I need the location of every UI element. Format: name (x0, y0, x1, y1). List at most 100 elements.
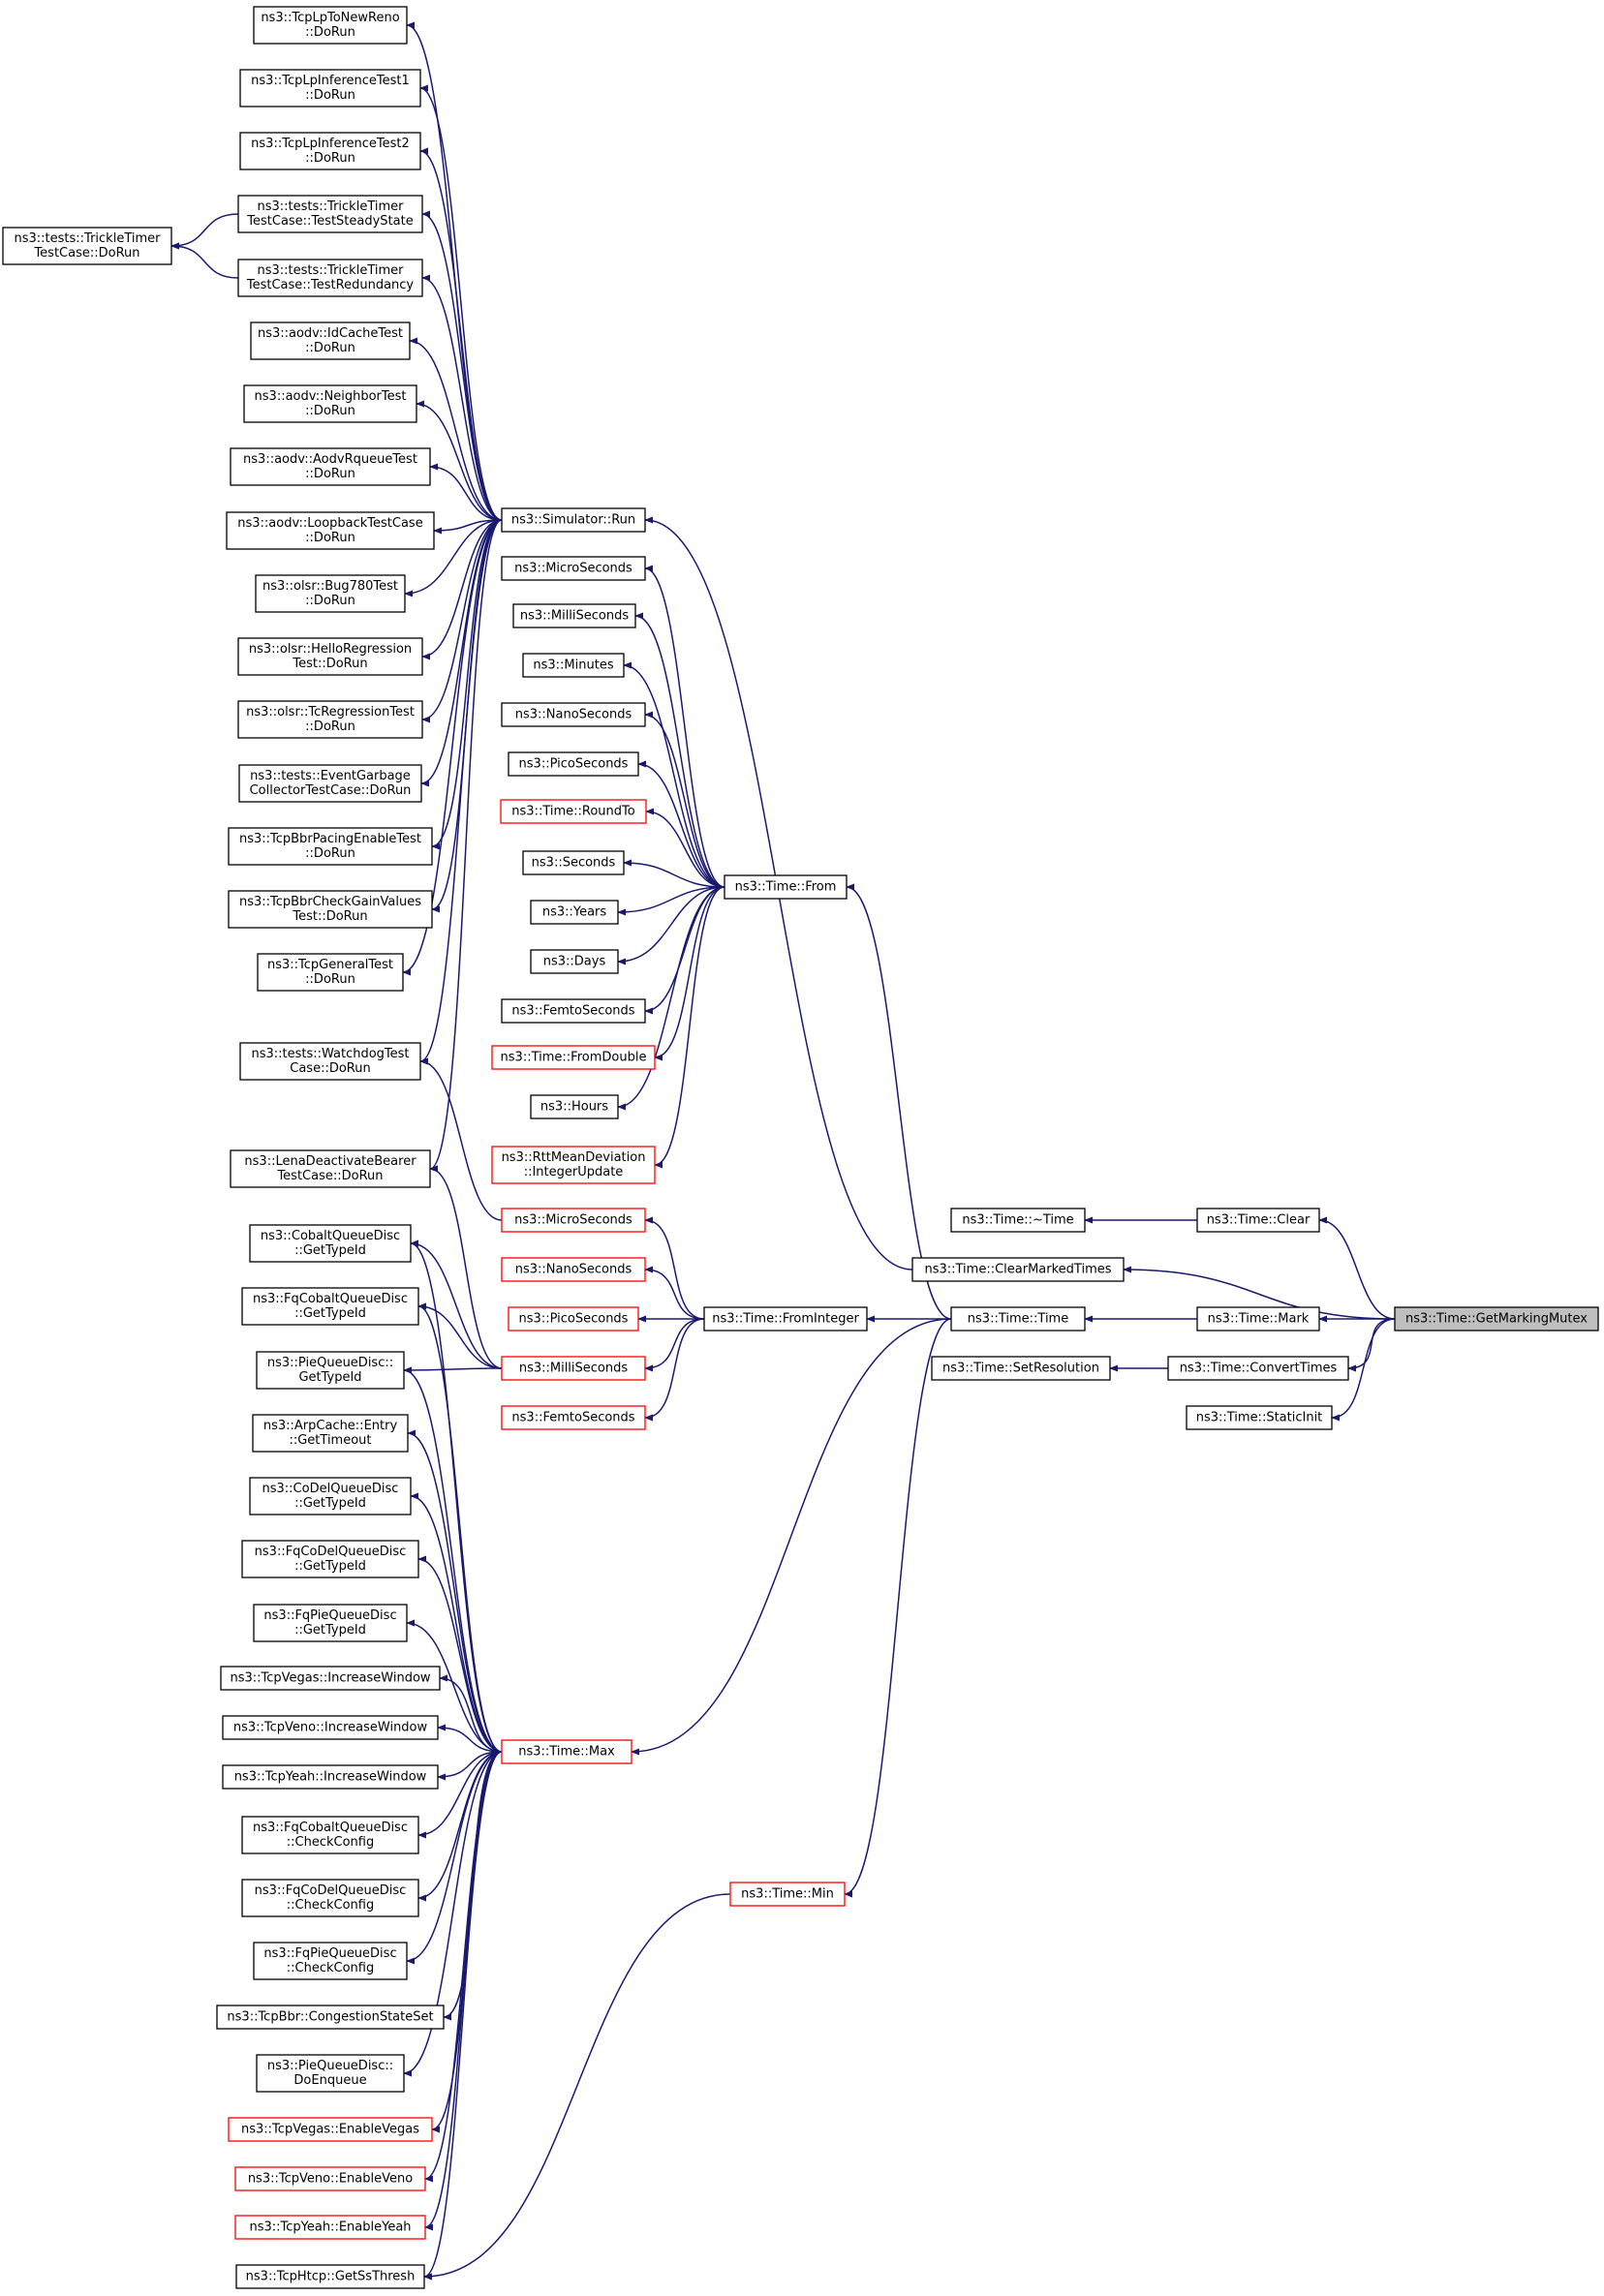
node-box (241, 1540, 419, 1578)
node-aodv-loopback[interactable]: ns3::aodv::LoopbackTestCase::DoRun (226, 511, 435, 550)
node-box (522, 850, 625, 875)
node-label: ns3::Time::Time (968, 1312, 1068, 1327)
node-getmarkingmutex[interactable]: ns3::Time::GetMarkingMutex (1394, 1306, 1599, 1332)
node-box (491, 1146, 656, 1184)
node-label: ::CheckConfig (287, 1961, 374, 1975)
node-pie-gettypeid[interactable]: ns3::PieQueueDisc::GetTypeId (256, 1351, 405, 1390)
node-veno-inc[interactable]: ns3::TcpVeno::IncreaseWindow (222, 1715, 439, 1740)
node-staticinit[interactable]: ns3::Time::StaticInit (1186, 1405, 1333, 1430)
node-tcp-general[interactable]: ns3::TcpGeneralTest::DoRun (257, 953, 404, 992)
node-i-nano[interactable]: ns3::NanoSeconds (501, 1257, 646, 1282)
node-label: ns3::MilliSeconds (520, 609, 630, 624)
node-vegas-enable[interactable]: ns3::TcpVegas::EnableVegas (228, 2117, 433, 2142)
node-lp-inf1[interactable]: ns3::TcpLpInferenceTest1::DoRun (239, 69, 421, 107)
node-label: ns3::olsr::HelloRegression (249, 642, 412, 657)
node-f-days[interactable]: ns3::Days (530, 949, 619, 974)
node-aodv-rqueue[interactable]: ns3::aodv::AodvRqueueTest::DoRun (230, 447, 431, 486)
node-lp-inf2[interactable]: ns3::TcpLpInferenceTest2::DoRun (239, 132, 421, 170)
node-bbr-pacing[interactable]: ns3::TcpBbrPacingEnableTest::DoRun (228, 827, 433, 866)
node-trickle-redund[interactable]: ns3::tests::TrickleTimerTestCase::TestRe… (237, 259, 423, 297)
node-f-minutes[interactable]: ns3::Minutes (522, 653, 625, 678)
call-edge-aodv_rqueue-to-simrun (429, 463, 503, 521)
node-f-hours[interactable]: ns3::Hours (530, 1094, 619, 1119)
node-box (226, 511, 435, 550)
node-label: ns3::FqCoDelQueueDisc (255, 1545, 407, 1559)
node-arp-gettimeout[interactable]: ns3::ArpCache::Entry::GetTimeout (252, 1414, 409, 1453)
node-olsr-tc[interactable]: ns3::olsr::TcRegressionTest::DoRun (237, 700, 423, 739)
node-max[interactable]: ns3::Time::Max (501, 1739, 632, 1764)
node-codel-gettypeid[interactable]: ns3::CoDelQueueDisc::GetTypeId (249, 1477, 412, 1515)
call-edge-olsr_bug780-to-simrun (404, 519, 503, 597)
node-label: ns3::Seconds (532, 856, 616, 871)
node-f-fromdouble[interactable]: ns3::Time::FromDouble (491, 1045, 656, 1070)
node-dtor[interactable]: ns3::Time::~Time (950, 1208, 1086, 1233)
node-i-femto[interactable]: ns3::FemtoSeconds (501, 1405, 646, 1430)
node-fqcodel-check[interactable]: ns3::FqCoDelQueueDisc::CheckConfig (241, 1879, 419, 1917)
node-f-rtt[interactable]: ns3::RttMeanDeviation::IntegerUpdate (491, 1146, 656, 1184)
node-f-nano[interactable]: ns3::NanoSeconds (501, 702, 646, 727)
node-label: ns3::Time::FromInteger (712, 1312, 859, 1327)
node-cobalt-gettypeid[interactable]: ns3::CobaltQueueDisc::GetTypeId (249, 1224, 412, 1263)
node-box (216, 2005, 445, 2030)
node-box (703, 1306, 868, 1332)
node-trickle-steady[interactable]: ns3::tests::TrickleTimerTestCase::TestSt… (237, 195, 423, 233)
node-label: Test::DoRun (292, 657, 367, 671)
node-box (501, 556, 646, 581)
node-aodv-idcache[interactable]: ns3::aodv::IdCacheTest::DoRun (250, 321, 411, 360)
node-box (237, 700, 423, 739)
node-setresolution[interactable]: ns3::Time::SetResolution (931, 1356, 1111, 1381)
node-f-seconds[interactable]: ns3::Seconds (522, 850, 625, 875)
node-label: ns3::NanoSeconds (515, 708, 632, 722)
call-edge-i_femto-to-frominteger (644, 1318, 705, 1422)
node-label: Test::DoRun (292, 909, 367, 924)
node-min[interactable]: ns3::Time::Min (729, 1882, 846, 1907)
node-yeah-inc[interactable]: ns3::TcpYeah::IncreaseWindow (222, 1764, 439, 1790)
node-htcp-ssthresh[interactable]: ns3::TcpHtcp::GetSsThresh (235, 2264, 425, 2289)
node-f-milli[interactable]: ns3::MilliSeconds (512, 603, 636, 628)
node-veno-enable[interactable]: ns3::TcpVeno::EnableVeno (234, 2166, 426, 2191)
node-from[interactable]: ns3::Time::From (724, 874, 848, 900)
call-edge-clear-to-getmarkingmutex (1318, 1216, 1396, 1320)
node-clearmarkedtimes[interactable]: ns3::Time::ClearMarkedTimes (911, 1257, 1125, 1282)
node-frominteger[interactable]: ns3::Time::FromInteger (703, 1306, 868, 1332)
node-i-micro[interactable]: ns3::MicroSeconds (501, 1208, 646, 1233)
node-event-garbage[interactable]: ns3::tests::EventGarbageCollectorTestCas… (238, 764, 422, 803)
node-olsr-bug780[interactable]: ns3::olsr::Bug780Test::DoRun (255, 574, 406, 613)
node-label: ::DoRun (305, 594, 355, 608)
call-edge-from-to-ctor (846, 883, 952, 1320)
node-i-pico[interactable]: ns3::PicoSeconds (508, 1306, 639, 1332)
call-edge-trickle_dorun-to-trickle_steady (170, 213, 239, 250)
node-pie-enqueue[interactable]: ns3::PieQueueDisc::DoEnqueue (256, 2054, 405, 2093)
node-fqcobalt-check[interactable]: ns3::FqCobaltQueueDisc::CheckConfig (241, 1816, 419, 1854)
node-ctor[interactable]: ns3::Time::Time (950, 1306, 1086, 1332)
node-lp-newreno[interactable]: ns3::TcpLpToNewReno::DoRun (253, 6, 408, 45)
node-clear[interactable]: ns3::Time::Clear (1196, 1208, 1320, 1233)
node-i-milli[interactable]: ns3::MilliSeconds (501, 1356, 646, 1381)
node-f-pico[interactable]: ns3::PicoSeconds (508, 751, 639, 777)
node-aodv-neighbor[interactable]: ns3::aodv::NeighborTest::DoRun (243, 384, 417, 423)
node-bbr-congestion[interactable]: ns3::TcpBbr::CongestionStateSet (216, 2005, 445, 2030)
node-fqcodel-gettypeid[interactable]: ns3::FqCoDelQueueDisc::GetTypeId (241, 1540, 419, 1578)
node-f-micro[interactable]: ns3::MicroSeconds (501, 556, 646, 581)
node-f-years[interactable]: ns3::Years (530, 900, 619, 925)
node-simrun[interactable]: ns3::Simulator::Run (501, 507, 646, 533)
node-fqpie-gettypeid[interactable]: ns3::FqPieQueueDisc::GetTypeId (253, 1604, 408, 1642)
node-converttimes[interactable]: ns3::Time::ConvertTimes (1167, 1356, 1349, 1381)
node-label: ns3::Minutes (533, 658, 613, 673)
call-edges (170, 21, 1396, 2281)
node-mark[interactable]: ns3::Time::Mark (1196, 1306, 1320, 1332)
node-fqcobalt-gettypeid[interactable]: ns3::FqCobaltQueueDisc::GetTypeId (241, 1287, 419, 1326)
node-vegas-inc[interactable]: ns3::TcpVegas::IncreaseWindow (220, 1666, 441, 1691)
node-f-roundto[interactable]: ns3::Time::RoundTo (500, 799, 647, 824)
node-box (241, 1816, 419, 1854)
node-label: ns3::MicroSeconds (514, 1213, 632, 1228)
node-yeah-enable[interactable]: ns3::TcpYeah::EnableYeah (234, 2215, 426, 2240)
node-label: ns3::olsr::TcRegressionTest (246, 705, 415, 719)
node-f-femto[interactable]: ns3::FemtoSeconds (501, 998, 646, 1024)
node-fqpie-check[interactable]: ns3::FqPieQueueDisc::CheckConfig (253, 1942, 408, 1980)
